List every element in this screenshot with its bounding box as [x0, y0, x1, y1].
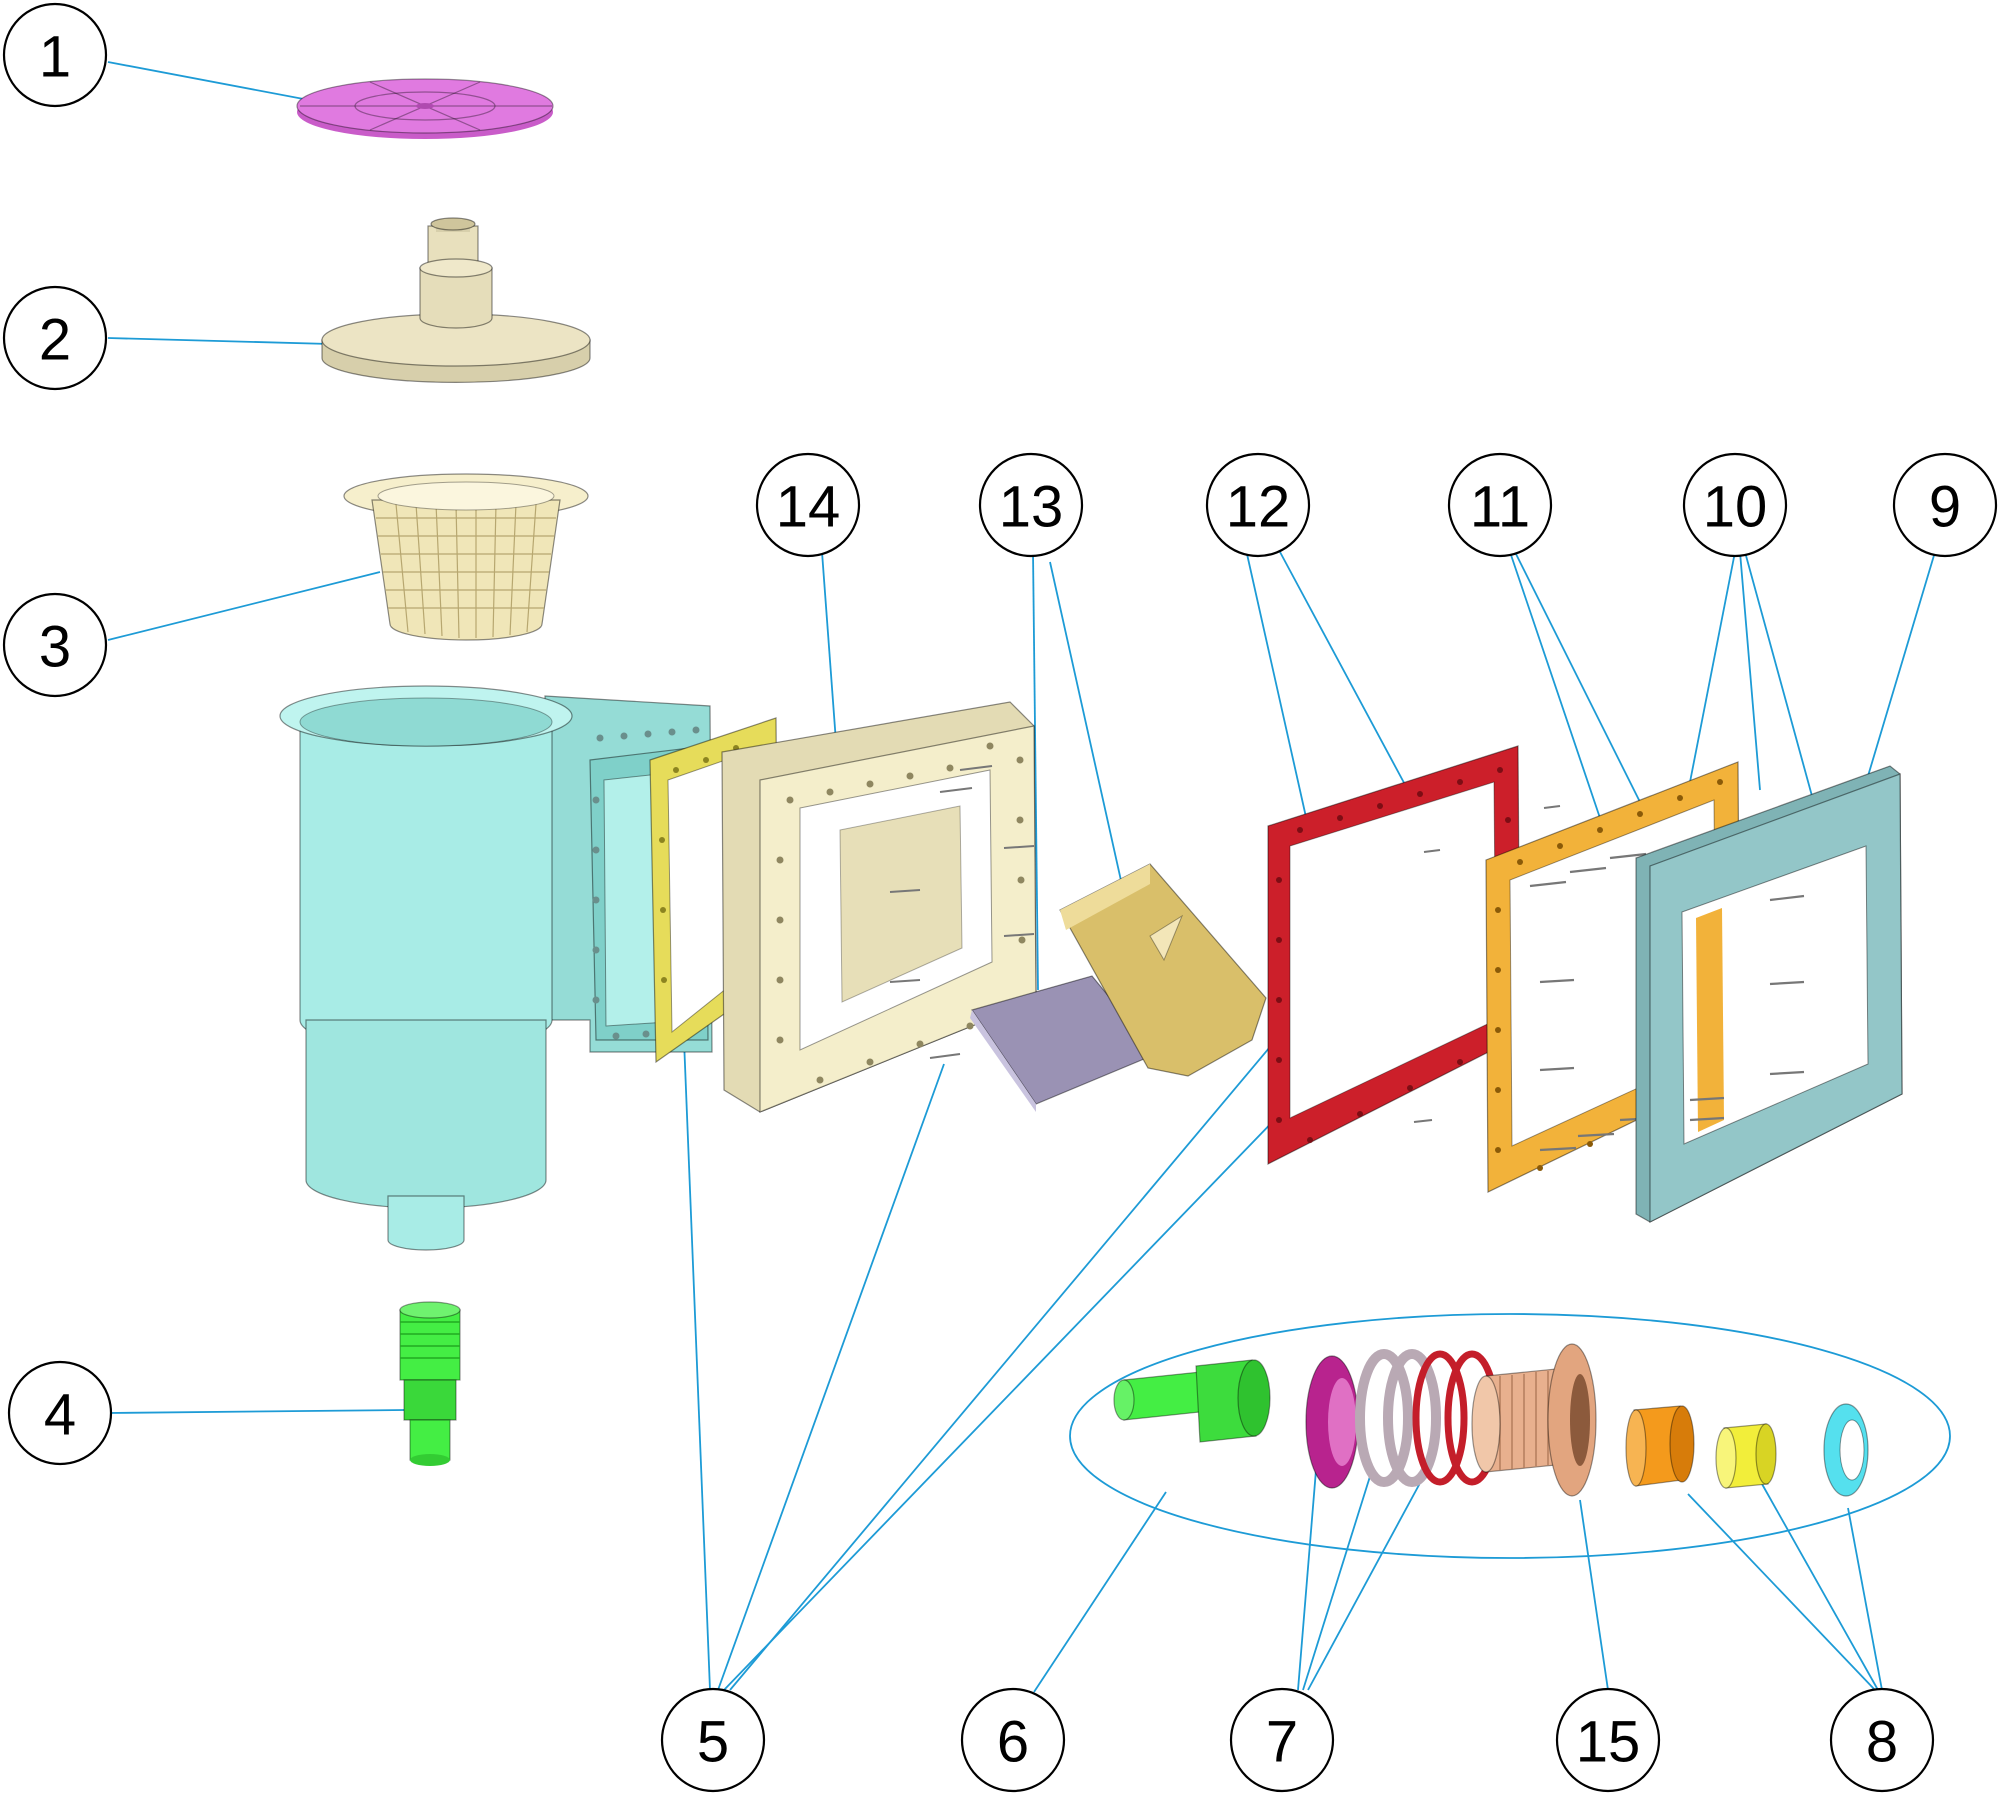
- fitting-kit-ellipse: [1069, 1313, 1951, 1559]
- leader-11b: [1514, 551, 1661, 843]
- leader-11a: [1509, 551, 1601, 819]
- leader-9: [1867, 551, 1936, 777]
- callout-4: 4: [7, 1360, 113, 1466]
- callout-9-label: 9: [1929, 475, 1961, 540]
- callout-14: 14: [755, 452, 861, 558]
- leader-10b: [1739, 551, 1761, 791]
- leader-lines: [107, 61, 1951, 1693]
- leader-10a: [1689, 551, 1736, 783]
- callout-14-label: 14: [776, 475, 841, 540]
- part-faceplate-frame: [721, 701, 1037, 1113]
- leader-7a: [1297, 1469, 1317, 1691]
- callout-2-label: 2: [39, 308, 71, 373]
- callout-3-label: 3: [39, 615, 71, 680]
- part-front-cover: [1635, 765, 1903, 1223]
- callout-13: 13: [978, 452, 1084, 558]
- leader-5a: [683, 1039, 711, 1691]
- leader-7c: [1307, 1471, 1427, 1691]
- part-lid: [296, 78, 554, 139]
- leader-14: [821, 551, 837, 743]
- leader-5c: [723, 1111, 1283, 1691]
- part-ring: [1823, 1403, 1869, 1497]
- callout-7-label: 7: [1266, 1710, 1298, 1775]
- leader-6: [1033, 1491, 1167, 1693]
- part-basket: [343, 473, 589, 641]
- callout-8: 8: [1829, 1687, 1935, 1793]
- callout-1: 1: [2, 2, 108, 108]
- callout-12: 12: [1205, 452, 1311, 558]
- callout-1-label: 1: [39, 25, 71, 90]
- leader-10c: [1744, 551, 1813, 797]
- leader-8a: [1687, 1493, 1876, 1691]
- callout-9: 9: [1892, 452, 1998, 558]
- leader-8b: [1761, 1483, 1879, 1691]
- part-hose-barb: [1113, 1359, 1271, 1443]
- callout-4-label: 4: [44, 1383, 76, 1448]
- leader-13b: [1049, 561, 1129, 913]
- callout-12-label: 12: [1226, 475, 1291, 540]
- callout-8-label: 8: [1866, 1710, 1898, 1775]
- part-reducer: [1625, 1405, 1695, 1487]
- part-lock-nut: [1305, 1355, 1359, 1489]
- callout-13-label: 13: [999, 475, 1064, 540]
- callout-15-label: 15: [1576, 1710, 1641, 1775]
- leader-5b: [717, 1063, 945, 1691]
- leader-12a: [1246, 553, 1309, 827]
- leader-7b: [1302, 1469, 1373, 1691]
- callout-2: 2: [2, 285, 108, 391]
- callout-7: 7: [1229, 1687, 1335, 1793]
- leader-8c: [1847, 1507, 1883, 1691]
- leader-3: [107, 571, 381, 641]
- callout-15: 15: [1555, 1687, 1661, 1793]
- leader-15: [1579, 1499, 1609, 1691]
- callout-6: 6: [960, 1687, 1066, 1793]
- part-vacuum-plate: [321, 217, 591, 383]
- leader-4: [107, 1409, 406, 1414]
- part-washer: [1355, 1349, 1441, 1487]
- part-hose-adapter: [399, 1301, 461, 1466]
- part-plug: [1715, 1423, 1777, 1489]
- leader-12b: [1279, 551, 1425, 821]
- callout-11: 11: [1447, 452, 1553, 558]
- callout-5: 5: [660, 1687, 766, 1793]
- callout-3: 3: [2, 592, 108, 698]
- part-skimmer-body: [279, 685, 713, 1251]
- callout-10: 10: [1682, 452, 1788, 558]
- callout-5-label: 5: [697, 1710, 729, 1775]
- part-weir-door: [1059, 863, 1267, 1077]
- leader-13a: [1032, 551, 1039, 991]
- callout-10-label: 10: [1703, 475, 1768, 540]
- leader-2: [107, 337, 331, 345]
- part-tube-fitting: [1471, 1343, 1597, 1497]
- leader-1: [107, 61, 331, 105]
- callout-6-label: 6: [997, 1710, 1029, 1775]
- callout-11-label: 11: [1470, 475, 1530, 540]
